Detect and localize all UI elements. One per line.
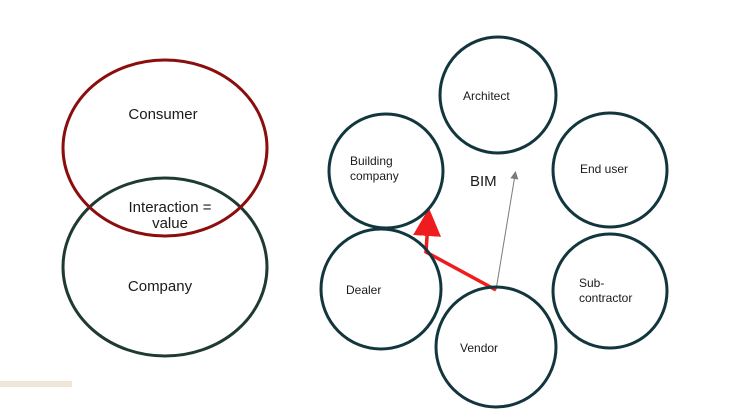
- architect-label: Architect: [463, 89, 510, 103]
- interaction-label-line1: Interaction =: [129, 199, 212, 216]
- end-user-label: End user: [580, 162, 628, 176]
- company-label: Company: [128, 278, 193, 295]
- node-architect: [438, 35, 558, 155]
- consumer-ellipse: [61, 58, 269, 238]
- building-company-label-line2: company: [350, 169, 399, 183]
- node-vendor: [434, 285, 558, 409]
- interaction-label-line2: value: [152, 215, 188, 232]
- consumer-label: Consumer: [128, 106, 197, 123]
- vendor-to-building-company-arrow: [413, 208, 497, 292]
- dealer-label: Dealer: [346, 283, 381, 297]
- bim-network: BIM Architect Building company End user …: [319, 35, 669, 409]
- bim-label: BIM: [470, 173, 497, 190]
- accent-bar: [0, 381, 72, 387]
- node-end-user: [551, 111, 669, 229]
- company-ellipse: [61, 176, 269, 358]
- vendor-to-bim-arrow: [495, 171, 519, 291]
- sub-contractor-label-line2: contractor: [579, 291, 632, 305]
- building-company-label-line1: Building: [350, 154, 393, 168]
- vendor-label: Vendor: [460, 341, 498, 355]
- node-dealer: [319, 227, 443, 351]
- node-sub-contractor: [551, 232, 669, 350]
- venn-diagram: Consumer Interaction = value Company: [61, 58, 269, 358]
- sub-contractor-label-line1: Sub-: [579, 276, 604, 290]
